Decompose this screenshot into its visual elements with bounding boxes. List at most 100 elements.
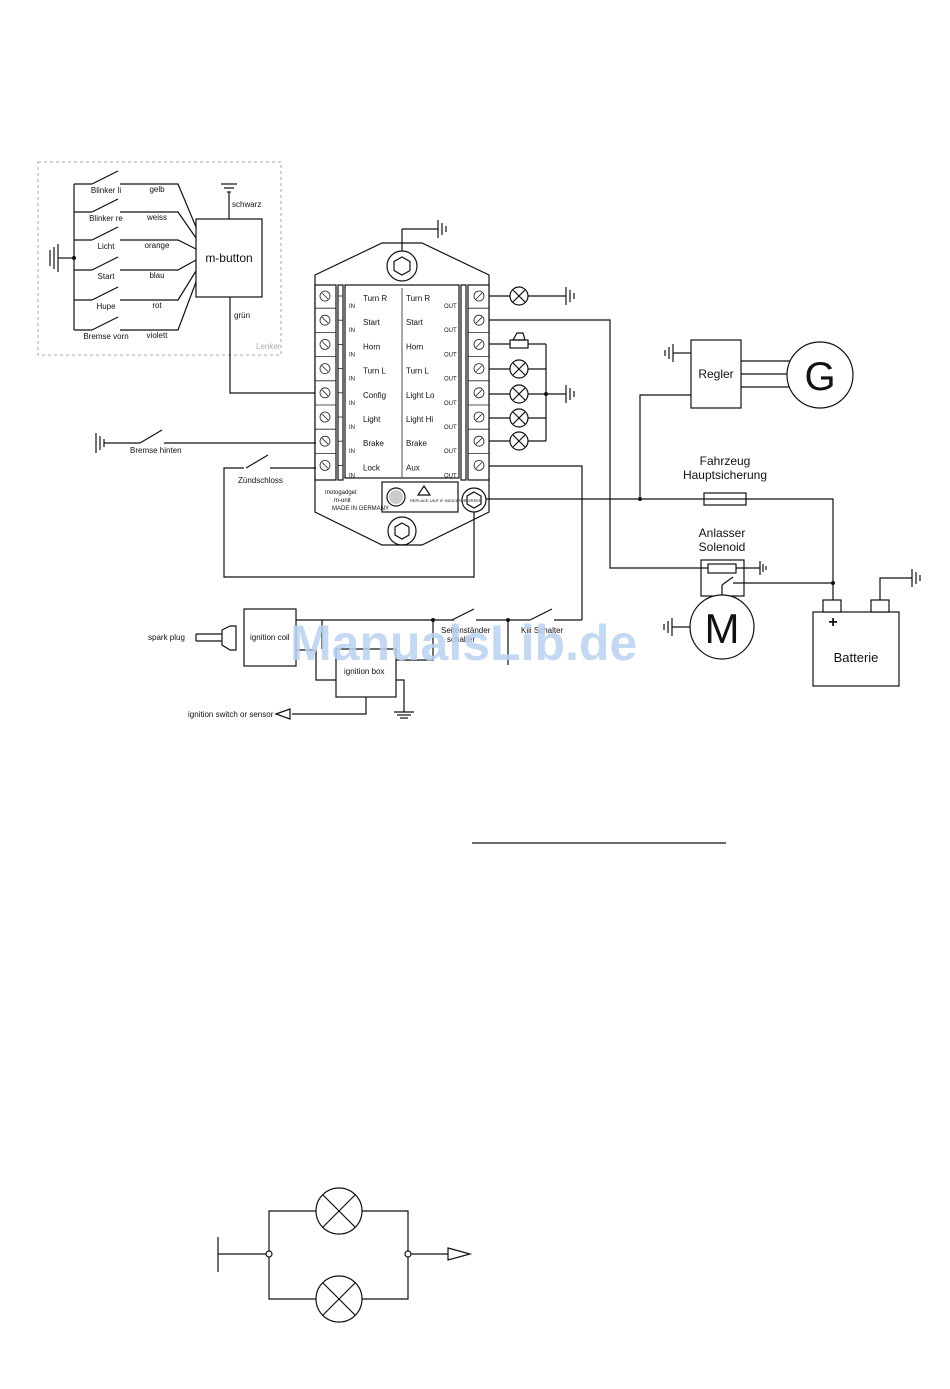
munit-output-label: Horn xyxy=(406,342,423,351)
ignition-lock-label: Zündschloss xyxy=(238,476,283,485)
terminal-screw-icon xyxy=(473,338,485,350)
ignition-switch-label: ignition switch or sensor xyxy=(188,710,274,719)
output-lamp-1-icon xyxy=(489,359,546,379)
terminal-screw-icon xyxy=(319,314,331,326)
terminal-screw-icon xyxy=(319,459,331,471)
output-lamp-3-icon xyxy=(489,408,546,428)
munit-model: m-unit xyxy=(334,498,351,504)
munit-ground-icon xyxy=(401,220,447,251)
munit-output-label: Start xyxy=(406,318,424,327)
regulator: Regler xyxy=(639,339,790,499)
munit-output-label: Light Hi xyxy=(406,415,433,424)
solenoid-label-1: Anlasser xyxy=(699,526,746,540)
output-horn xyxy=(489,332,546,349)
motor-label: M xyxy=(705,605,740,652)
mbutton-output-label: grün xyxy=(234,311,250,320)
munit-output-label: Aux xyxy=(406,463,420,472)
lamp-bottom-icon xyxy=(315,1275,363,1323)
terminal-screw-icon xyxy=(319,338,331,350)
rear-brake-label: Bremse hinten xyxy=(130,446,182,455)
munit-in-tag: IN xyxy=(349,328,355,334)
munit-out-tag: OUT xyxy=(444,304,457,310)
starter-motor: M xyxy=(663,594,755,660)
ignition-coil-label: ignition coil xyxy=(250,633,290,642)
munit-in-tag: IN xyxy=(349,401,355,407)
generator-label: G xyxy=(804,355,835,399)
munit-input-label: Turn L xyxy=(363,367,386,376)
munit-output-label: Brake xyxy=(406,439,427,448)
munit-out-tag: OUT xyxy=(444,401,457,407)
parallel-lamps-diagram xyxy=(217,1187,473,1323)
switch-wire-color-label: rot xyxy=(152,301,162,310)
munit-input-label: Lock xyxy=(363,463,381,472)
switch-name-label: Blinker li xyxy=(91,186,121,195)
battery-label: Batterie xyxy=(834,650,879,665)
lamps-ground-icon xyxy=(546,385,575,403)
switch-wire-color-label: weiss xyxy=(146,213,167,222)
watermark: ManualsLib.de xyxy=(290,615,637,671)
munit-input-label: Turn R xyxy=(363,294,387,303)
starter-solenoid: Anlasser Solenoid xyxy=(699,526,835,597)
mbutton-box xyxy=(195,218,263,298)
output-arrow-icon xyxy=(447,1247,473,1261)
output-lamp-4-icon xyxy=(489,431,546,451)
munit-in-tag: IN xyxy=(349,473,355,479)
output-lamps xyxy=(489,359,546,451)
terminal-screw-icon xyxy=(319,363,331,375)
munit-in-tag: IN xyxy=(349,377,355,383)
munit-made-in: MADE IN GERMANY xyxy=(332,506,389,512)
spark-plug-label: spark plug xyxy=(148,633,185,642)
terminal-screw-icon xyxy=(473,459,485,471)
switch-name-label: Blinker re xyxy=(89,214,123,223)
munit-output-label: Turn R xyxy=(406,294,430,303)
terminal-screw-icon xyxy=(473,290,485,302)
munit-output-label: Turn L xyxy=(406,367,429,376)
ignition-coil-box xyxy=(243,608,297,667)
munit-in-tag: IN xyxy=(349,425,355,431)
switch-wire-color-label: gelb xyxy=(149,185,165,194)
lenker-group-label: Lenker xyxy=(256,342,281,351)
munit-input-label: Brake xyxy=(363,439,384,448)
output-lamp-2-icon xyxy=(489,384,546,404)
rear-brake-switch: Bremse hinten xyxy=(95,429,316,455)
mbutton-title: m-button xyxy=(205,251,252,265)
switch-wire-color-label: blau xyxy=(149,271,164,280)
ignition-lock-switch: Zündschloss xyxy=(223,454,475,578)
munit-in-tag: IN xyxy=(349,449,355,455)
munit-brand: motogadget xyxy=(325,490,357,496)
switch-name-label: Licht xyxy=(98,242,116,251)
terminal-screw-icon xyxy=(473,411,485,423)
handlebar-ground-icon xyxy=(49,244,74,272)
switch-name-label: Start xyxy=(98,272,116,281)
munit-input-label: Config xyxy=(363,391,386,400)
battery-plus-label: + xyxy=(828,614,837,631)
switch-wire-color-label: violett xyxy=(147,331,169,340)
regulator-label: Regler xyxy=(698,367,733,381)
sidestand-label-1: Seitenständer xyxy=(441,626,491,635)
mbutton-switch-4: Start blau xyxy=(74,256,197,281)
munit-input-label: Start xyxy=(363,318,381,327)
munit-warning: REPLACE UNIT IF INDICATOR GREEN xyxy=(410,498,482,503)
sidestand-label-2: schalter xyxy=(447,635,475,644)
munit-mount-bottom-icon xyxy=(387,516,417,546)
munit-out-tag: OUT xyxy=(444,425,457,431)
solenoid-label-2: Solenoid xyxy=(699,540,746,554)
ignition-section: spark plug ignition coil ignition box ig… xyxy=(148,608,582,720)
terminal-screw-icon xyxy=(319,387,331,399)
lamp-top-icon xyxy=(315,1187,363,1235)
fuse-label-1: Fahrzeug xyxy=(700,454,751,468)
ignition-box-label: ignition box xyxy=(344,667,384,676)
